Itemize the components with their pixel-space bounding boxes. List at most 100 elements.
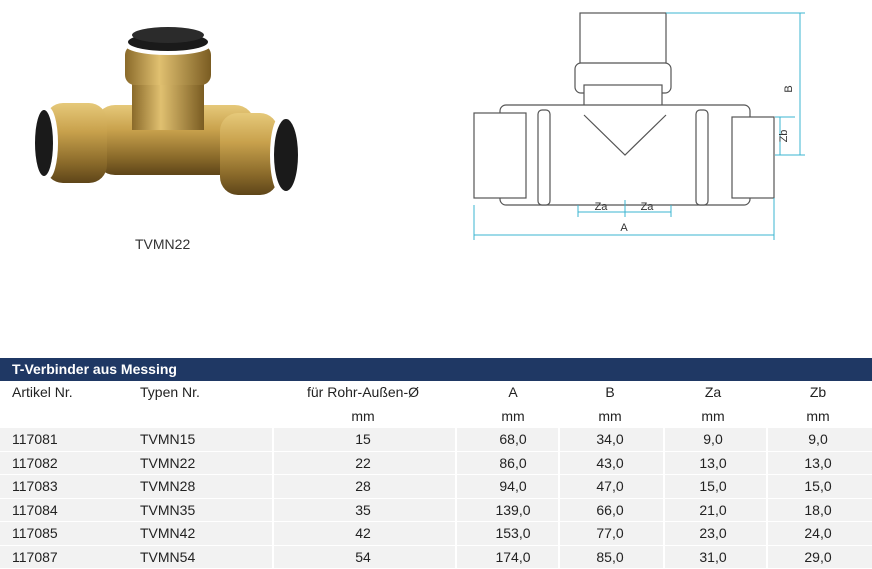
b-cell: 47,0: [596, 475, 623, 499]
a-cell: 86,0: [499, 452, 526, 476]
za-cell: 15,0: [699, 475, 726, 499]
table-row: 117081 TVMN15 15 68,0 34,0 9,0 9,0: [0, 428, 872, 452]
column-separator: [766, 546, 768, 569]
b-cell: 77,0: [596, 522, 623, 546]
column-separator: [272, 499, 274, 522]
units-row: mm mm mm mm mm: [0, 405, 872, 429]
typen-nr-cell: TVMN35: [140, 499, 195, 523]
za-cell: 31,0: [699, 546, 726, 569]
header-row: Artikel Nr. Typen Nr. für Rohr-Außen-Ø A B Za…: [0, 381, 872, 405]
za-cell: 21,0: [699, 499, 726, 523]
column-separator: [766, 428, 768, 451]
column-separator: [558, 428, 560, 451]
a-cell: 68,0: [499, 428, 526, 452]
label-Za-right: Za: [641, 201, 655, 213]
technical-drawing: B Zb Za Za A: [460, 5, 820, 245]
b-cell: 43,0: [596, 452, 623, 476]
zb-cell: 13,0: [804, 452, 831, 476]
product-photo-brass-tee: [30, 15, 310, 215]
a-cell: 153,0: [495, 522, 530, 546]
za-cell: Za: [705, 381, 721, 405]
typen-nr-cell: TVMN22: [140, 452, 195, 476]
column-separator: [663, 452, 665, 475]
artikel-nr-cell: 117087: [12, 546, 58, 569]
artikel-nr-cell: 117082: [12, 452, 58, 476]
label-Zb: Zb: [778, 130, 790, 143]
rohr-durchmesser-cell: 15: [355, 428, 371, 452]
zb-cell: 29,0: [804, 546, 831, 569]
za-cell: mm: [701, 405, 724, 429]
table-title: T-Verbinder aus Messing: [0, 358, 872, 381]
column-separator: [272, 428, 274, 451]
column-separator: [766, 522, 768, 545]
typen-nr-cell: TVMN42: [140, 522, 195, 546]
rohr-durchmesser-cell: 35: [355, 499, 371, 523]
column-separator: [558, 546, 560, 569]
column-separator: [663, 522, 665, 545]
b-cell: B: [605, 381, 614, 405]
a-cell: 94,0: [499, 475, 526, 499]
column-separator: [272, 522, 274, 545]
typen-nr-cell: TVMN28: [140, 475, 195, 499]
za-cell: 23,0: [699, 522, 726, 546]
column-separator: [455, 499, 457, 522]
typen-nr-cell: Typen Nr.: [140, 381, 200, 405]
rohr-durchmesser-cell: mm: [351, 405, 374, 429]
column-separator: [455, 546, 457, 569]
rohr-durchmesser-cell: 22: [355, 452, 371, 476]
column-separator: [766, 452, 768, 475]
label-A: A: [620, 222, 628, 234]
column-separator: [272, 452, 274, 475]
rohr-durchmesser-cell: 42: [355, 522, 371, 546]
column-separator: [455, 475, 457, 498]
column-separator: [766, 475, 768, 498]
artikel-nr-cell: Artikel Nr.: [12, 381, 73, 405]
column-separator: [455, 428, 457, 451]
artikel-nr-cell: 117081: [12, 428, 58, 452]
table-row: 117083 TVMN28 28 94,0 47,0 15,0 15,0: [0, 475, 872, 499]
spec-table: T-Verbinder aus Messing Artikel Nr. Typen…: [0, 358, 872, 569]
artikel-nr-cell: 117085: [12, 522, 58, 546]
zb-cell: Zb: [810, 381, 826, 405]
table-row: 117085 TVMN42 42 153,0 77,0 23,0 24,0: [0, 522, 872, 546]
zb-cell: 9,0: [808, 428, 827, 452]
typen-nr-cell: TVMN54: [140, 546, 195, 569]
column-separator: [558, 452, 560, 475]
label-B: B: [783, 85, 795, 92]
column-separator: [455, 452, 457, 475]
rohr-durchmesser-cell: 54: [355, 546, 371, 569]
artikel-nr-cell: 117083: [12, 475, 58, 499]
column-separator: [558, 522, 560, 545]
column-separator: [766, 499, 768, 522]
column-separator: [455, 522, 457, 545]
typen-nr-cell: TVMN15: [140, 428, 195, 452]
za-cell: 9,0: [703, 428, 722, 452]
b-cell: 85,0: [596, 546, 623, 569]
table-row: 117082 TVMN22 22 86,0 43,0 13,0 13,0: [0, 452, 872, 476]
zb-cell: 24,0: [804, 522, 831, 546]
rohr-durchmesser-cell: 28: [355, 475, 371, 499]
column-separator: [558, 499, 560, 522]
za-cell: 13,0: [699, 452, 726, 476]
column-separator: [558, 475, 560, 498]
column-separator: [663, 428, 665, 451]
a-cell: A: [508, 381, 517, 405]
a-cell: mm: [501, 405, 524, 429]
b-cell: 34,0: [596, 428, 623, 452]
zb-cell: 15,0: [804, 475, 831, 499]
a-cell: 174,0: [495, 546, 530, 569]
column-separator: [663, 546, 665, 569]
column-separator: [663, 475, 665, 498]
b-cell: 66,0: [596, 499, 623, 523]
zb-cell: 18,0: [804, 499, 831, 523]
label-Za-left: Za: [595, 201, 609, 213]
artikel-nr-cell: 117084: [12, 499, 58, 523]
b-cell: mm: [598, 405, 621, 429]
column-separator: [272, 475, 274, 498]
zb-cell: mm: [806, 405, 829, 429]
product-caption: TVMN22: [135, 236, 190, 252]
column-separator: [272, 546, 274, 569]
table-row: 117087 TVMN54 54 174,0 85,0 31,0 29,0: [0, 546, 872, 569]
rohr-durchmesser-cell: für Rohr-Außen-Ø: [307, 381, 419, 405]
